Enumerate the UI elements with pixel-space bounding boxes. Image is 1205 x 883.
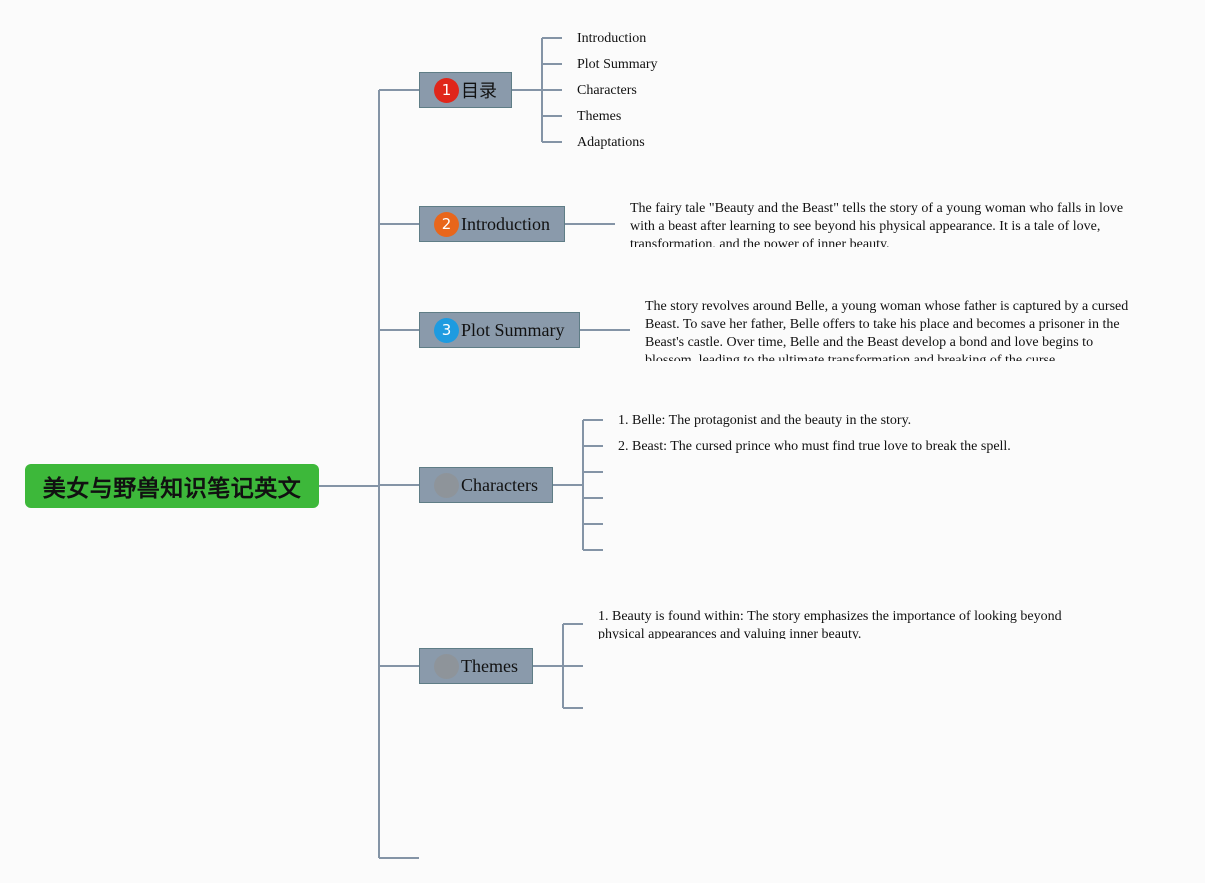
branch-plot-summary-label: Plot Summary — [461, 319, 565, 340]
introduction-text[interactable]: The fairy tale "Beauty and the Beast" te… — [630, 201, 1124, 247]
branch-plot-summary[interactable]: 3 Plot Summary — [419, 312, 580, 348]
character-item-belle[interactable]: 1. Belle: The protagonist and the beauty… — [618, 413, 912, 428]
toc-item-adaptations[interactable]: Adaptations — [577, 135, 645, 150]
toc-item-introduction[interactable]: Introduction — [577, 31, 647, 46]
branch-toc[interactable]: 1 目录 — [419, 72, 512, 108]
branch-toc-label: 目录 — [461, 81, 497, 102]
branch-characters-label: Characters — [461, 474, 538, 495]
branch-themes[interactable]: 5 Themes — [419, 648, 533, 684]
theme-item-beauty-within[interactable]: 1. Beauty is found within: The story emp… — [598, 609, 1062, 639]
badge-4: 4 — [434, 472, 459, 498]
badge-1: 1 — [434, 77, 459, 103]
branch-introduction-label: Introduction — [461, 213, 550, 234]
toc-item-plot-summary[interactable]: Plot Summary — [577, 57, 658, 72]
toc-item-characters[interactable]: Characters — [577, 83, 637, 98]
branch-characters[interactable]: 4 Characters — [419, 467, 553, 503]
root-topic[interactable]: 美女与野兽知识笔记英文 — [25, 464, 319, 508]
badge-2: 2 — [434, 211, 459, 237]
branch-themes-label: Themes — [461, 655, 518, 676]
badge-3: 3 — [434, 317, 459, 343]
character-item-beast[interactable]: 2. Beast: The cursed prince who must fin… — [618, 439, 1011, 454]
toc-item-themes[interactable]: Themes — [577, 109, 622, 124]
badge-5: 5 — [434, 653, 459, 679]
plot-summary-text[interactable]: The story revolves around Belle, a young… — [645, 299, 1129, 361]
branch-introduction[interactable]: 2 Introduction — [419, 206, 565, 242]
root-topic-label: 美女与野兽知识笔记英文 — [42, 476, 302, 502]
